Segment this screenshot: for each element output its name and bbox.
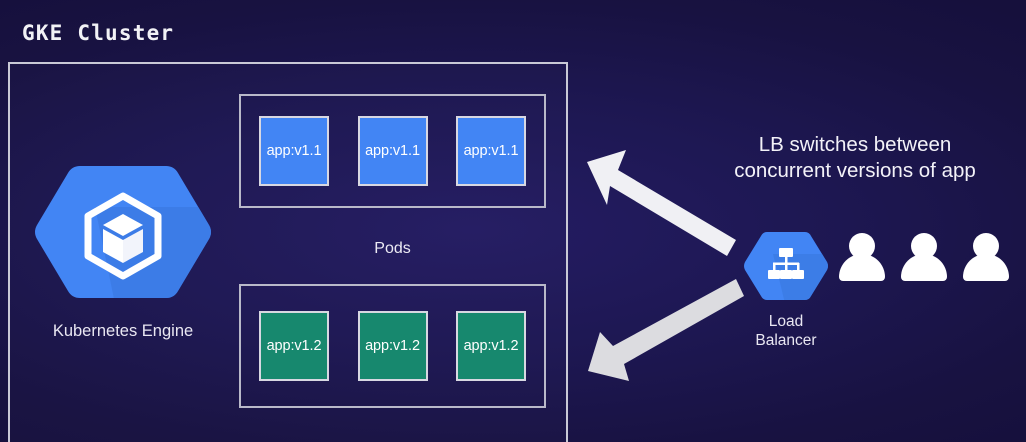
load-balancer-hexagon-icon: [740, 228, 832, 309]
arrow-to-v12-pods: [584, 276, 744, 391]
user-body: [839, 254, 885, 281]
pod-v12-1[interactable]: app:v1.2: [259, 311, 329, 381]
load-balancer-label-line1: Load: [768, 313, 804, 330]
pod-v11-1[interactable]: app:v1.1: [259, 116, 329, 186]
load-balancer-label-line2: Balancer: [755, 332, 817, 349]
user-body: [963, 254, 1009, 281]
pod-group-v12: app:v1.2 app:v1.2 app:v1.2: [239, 284, 546, 408]
pod-v12-3[interactable]: app:v1.2: [456, 311, 526, 381]
load-balancer-node: Load Balancer: [740, 228, 832, 350]
page-title: GKE Cluster: [22, 21, 175, 45]
user-icon-2: [900, 232, 948, 284]
pod-v11-2[interactable]: app:v1.1: [357, 116, 428, 186]
lb-annotation-line1: LB switches between: [758, 133, 952, 156]
gke-cluster-boundary: [8, 62, 568, 442]
pods-label: Pods: [374, 240, 411, 257]
user-icon-3: [962, 232, 1010, 284]
users-group: [838, 232, 1010, 284]
kubernetes-engine-node: Kubernetes Engine: [30, 152, 216, 341]
lb-annotation-line2: concurrent versions of app: [734, 159, 976, 182]
pod-group-v11: app:v1.1 app:v1.1 app:v1.1: [239, 94, 546, 208]
kubernetes-engine-label: Kubernetes Engine: [52, 322, 194, 340]
user-icon-1: [838, 232, 886, 284]
arrow-to-v11-pods: [584, 148, 744, 273]
lb-annotation: LB switches between concurrent versions …: [694, 132, 1016, 184]
pod-v12-2[interactable]: app:v1.2: [357, 311, 428, 381]
pod-v11-3[interactable]: app:v1.1: [456, 116, 526, 186]
kubernetes-engine-hexagon-icon: [33, 152, 213, 312]
load-balancer-label: Load Balancer: [740, 312, 832, 350]
user-body: [901, 254, 947, 281]
